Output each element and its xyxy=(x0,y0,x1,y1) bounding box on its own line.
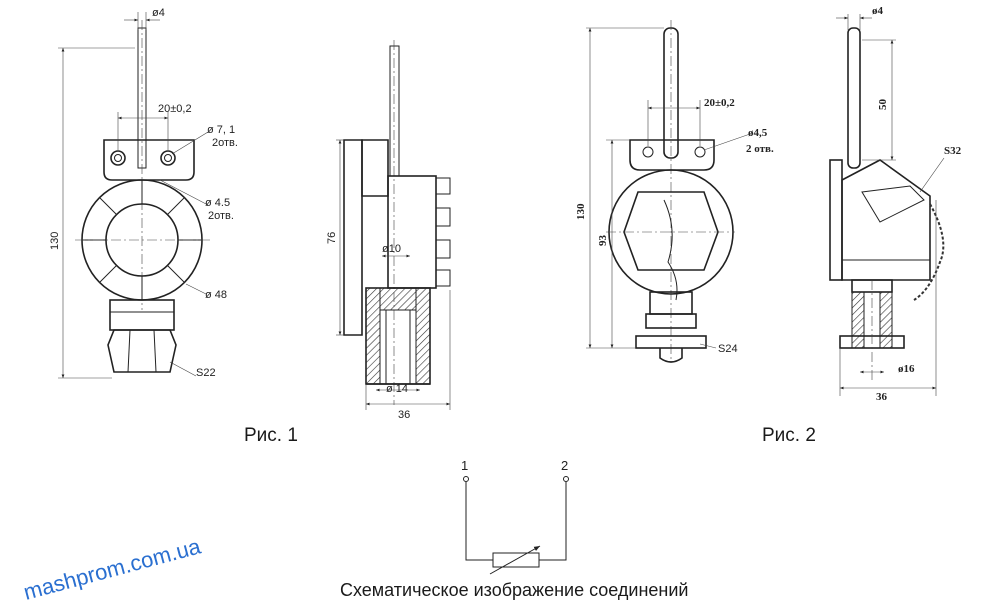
schematic-terminal-2: 2 xyxy=(561,458,568,473)
fig1-dim-dia-head: ø 48 xyxy=(205,289,227,301)
fig2-dim-dia-holes: ø4,5 xyxy=(748,127,768,139)
fig1-dim-holes-count: 2отв. xyxy=(212,137,238,149)
fig1side-dim-dia-thread: ø 14 xyxy=(386,383,408,395)
schematic-terminal-1: 1 xyxy=(461,458,468,473)
connection-schematic: 1 2 xyxy=(461,458,569,575)
fig2side-dim-width: 36 xyxy=(876,391,888,403)
fig2-dim-wrench: S24 xyxy=(718,343,738,355)
fig2-dim-height2: 93 xyxy=(597,235,609,247)
fig2side-dim-wrench: S32 xyxy=(944,145,962,157)
fig1-dim-height: 130 xyxy=(49,232,61,250)
fig1-dim-dia-holes: ø 7, 1 xyxy=(207,124,235,136)
fig2side-dim-length: 50 xyxy=(877,99,889,111)
fig2-side-view: ø4 50 S32 ø16 36 xyxy=(829,5,962,403)
fig1-dim-spacing: 20±0,2 xyxy=(158,103,192,115)
fig1-dim-dia-small: ø 4.5 xyxy=(205,197,230,209)
fig2-front-view: 130 93 20±0,2 ø4,5 2 отв. S24 xyxy=(575,20,774,363)
fig2side-dim-dia-thread: ø16 xyxy=(898,363,915,375)
fig1side-dim-dia-inner: ø10 xyxy=(382,243,401,255)
fig1-front-view: ø4 20±0,2 ø 7, 1 2отв. ø 4.5 2отв. 130 ø… xyxy=(49,7,238,379)
fig1side-dim-height: 76 xyxy=(326,232,338,244)
watermark-text: mashprom.com.ua xyxy=(21,533,204,604)
schematic-caption: Схематическое изображение соединений xyxy=(340,580,688,600)
fig1side-dim-width: 36 xyxy=(398,409,410,421)
fig2side-dim-dia-rod: ø4 xyxy=(872,5,884,17)
fig1-dim-dia-rod: ø4 xyxy=(152,7,165,19)
fig1-dim-wrench: S22 xyxy=(196,367,216,379)
fig2-dim-holes-count: 2 отв. xyxy=(746,143,774,155)
fig2-dim-height: 130 xyxy=(575,203,587,220)
fig1-side-view: 76 ø10 ø 14 36 xyxy=(326,40,451,421)
fig2-caption: Рис. 2 xyxy=(762,425,816,446)
fig1-caption: Рис. 1 xyxy=(244,425,298,446)
fig1-dim-small-count: 2отв. xyxy=(208,210,234,222)
fig2-dim-spacing: 20±0,2 xyxy=(704,97,735,109)
